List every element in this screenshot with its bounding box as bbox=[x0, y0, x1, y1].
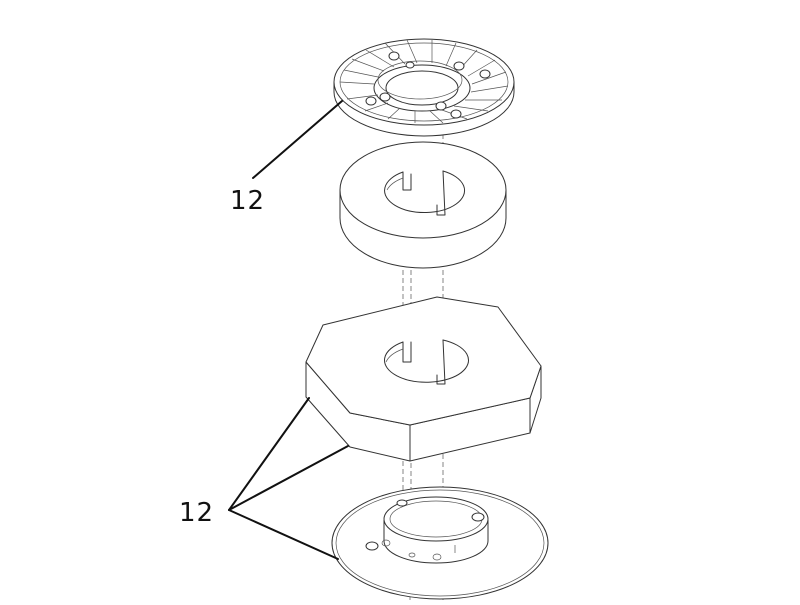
callout-leaders bbox=[228, 100, 349, 560]
top-ribbed-plate bbox=[333, 38, 515, 137]
leader-bottom-2 bbox=[228, 445, 349, 511]
leader-top bbox=[252, 100, 343, 179]
leader-bottom-3 bbox=[228, 509, 339, 560]
callout-label-bottom: 12 bbox=[179, 498, 215, 528]
bottom-base-plate bbox=[331, 486, 549, 600]
leader-bottom-1 bbox=[228, 397, 310, 511]
callout-label-top: 12 bbox=[230, 186, 266, 216]
octagonal-foam-block bbox=[305, 296, 542, 462]
upper-round-foam bbox=[339, 141, 507, 269]
